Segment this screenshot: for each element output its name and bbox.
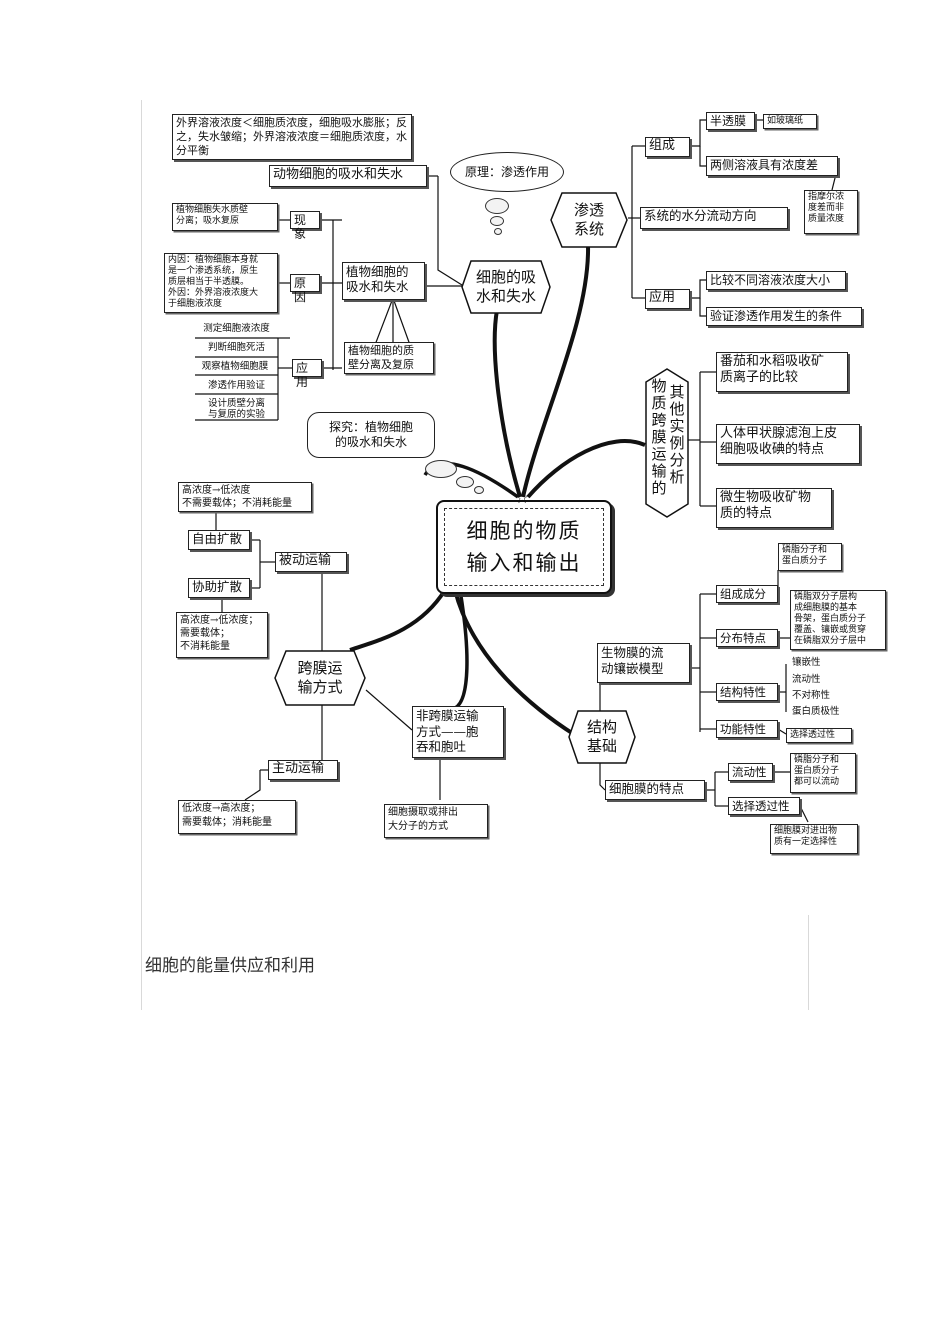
concentration-difference: 两侧溶液具有浓度差 <box>706 156 838 176</box>
plant-application-item-2: 判断细胞死活 <box>207 342 265 353</box>
active-transport: 主动运输 <box>268 760 338 780</box>
structural-property: 结构特性 <box>716 683 778 701</box>
section-caption: 细胞的能量供应和利用 <box>145 956 315 976</box>
functional-property: 功能特性 <box>716 720 778 738</box>
functional-note: 选择透过性 <box>786 728 852 743</box>
non-membrane-note: 细胞摄取或排出 大分子的方式 <box>384 804 488 838</box>
hub-osmosis-system: 渗透 系统 <box>550 192 628 248</box>
non-membrane-transport: 非跨膜运输 方式——胞 吞和胞吐 <box>412 706 504 758</box>
membrane-features: 细胞膜的特点 <box>605 780 705 800</box>
plant-application-item-5: 设计质壁分离 与复原的实验 <box>207 398 265 420</box>
plant-phenomenon-note: 植物细胞失水质壁 分离；吸水复原 <box>172 203 278 231</box>
center-topic: 细胞的物质 输入和输出 <box>436 500 612 594</box>
structural-item-1: 镶嵌性 <box>792 657 821 668</box>
fluidity-note: 磷脂分子和 蛋白质分子 都可以流动 <box>790 753 856 793</box>
membrane-fluidity: 流动性 <box>728 763 773 781</box>
hub-transport-examples <box>645 368 689 518</box>
hub-structure-basis: 结构 基础 <box>568 710 636 764</box>
semipermeable-membrane: 半透膜 <box>706 112 755 130</box>
thought-bubble <box>474 486 484 494</box>
composition: 组成成分 <box>716 585 778 603</box>
thought-bubble <box>494 228 502 235</box>
plant-application-item-3: 观察植物细胞膜 <box>201 361 269 372</box>
thought-bubble <box>456 476 474 488</box>
plant-cause-note: 内因：植物细胞本身就 是一个渗透系统，原生 质层相当于半透膜。 外因：外界溶液浓… <box>164 253 278 313</box>
plant-phenomenon-label: 现象 <box>290 211 320 241</box>
osmosis-composition-label: 组成 <box>645 137 690 157</box>
thought-bubble <box>490 216 504 226</box>
facilitated-diffusion: 协助扩散 <box>188 578 250 598</box>
distribution: 分布特点 <box>716 629 778 647</box>
semipermeable-note: 如玻璃纸 <box>763 114 817 129</box>
plant-cause-label: 原因 <box>290 274 320 304</box>
hub-osmosis-system-label: 渗透 系统 <box>573 201 604 238</box>
animal-cell-title: 动物细胞的吸水和失水 <box>269 165 427 187</box>
frame-left-line <box>141 100 142 1010</box>
plant-application-label: 应用 <box>292 359 322 389</box>
water-flow-direction: 系统的水分流动方向 <box>640 207 788 229</box>
example-item-1: 番茄和水稻吸收矿 质离子的比较 <box>716 352 848 392</box>
active-transport-note: 低浓度→高浓度； 需要载体；消耗能量 <box>178 800 296 834</box>
hub-transport-modes-label: 跨膜运 输方式 <box>297 659 343 696</box>
hub-cell-water: 细胞的吸 水和失水 <box>461 260 551 314</box>
passive-transport: 被动运输 <box>275 552 347 572</box>
explore-note-cloud: 探究：植物细胞 的吸水和失水 <box>307 412 435 458</box>
structural-item-2: 流动性 <box>792 674 821 685</box>
distribution-note: 磷脂双分子层构 成细胞膜的基本 骨架，蛋白质分子 覆盖、镶嵌或贯穿 在磷脂双分子… <box>790 590 886 650</box>
plant-application-item-4: 渗透作用验证 <box>207 380 265 391</box>
fluid-mosaic-model: 生物膜的流 动镶嵌模型 <box>597 643 690 683</box>
example-item-3: 微生物吸收矿物 质的特点 <box>716 488 832 528</box>
hub-transport-modes: 跨膜运 输方式 <box>274 650 366 706</box>
osmosis-application-item-1: 比较不同溶液浓度大小 <box>706 271 846 290</box>
osmosis-application-item-2: 验证渗透作用发生的条件 <box>706 307 862 326</box>
hub-structure-basis-label: 结构 基础 <box>586 718 617 755</box>
animal-cell-note: 外界溶液浓度＜细胞质浓度，细胞吸水膨胀；反之，失水皱缩；外界溶液浓度＝细胞质浓度… <box>172 114 412 160</box>
hub-cell-water-label: 细胞的吸 水和失水 <box>475 268 536 305</box>
center-topic-label: 细胞的物质 输入和输出 <box>444 508 604 586</box>
selective-note: 细胞膜对进出物 质有一定选择性 <box>770 824 858 854</box>
free-diffusion-note: 高浓度→低浓度 不需要载体；不消耗能量 <box>178 482 312 512</box>
plant-application-item-1: 测定细胞液浓度 <box>203 323 270 334</box>
plant-bottom-note: 植物细胞的质 壁分离及复原 <box>344 342 434 374</box>
free-diffusion: 自由扩散 <box>188 530 250 550</box>
star-icon: ☆ <box>515 488 530 507</box>
thought-bubble <box>485 198 509 214</box>
plant-cell-title: 植物细胞的 吸水和失水 <box>342 262 425 300</box>
facilitated-diffusion-note: 高浓度→低浓度； 需要载体； 不消耗能量 <box>176 612 268 658</box>
example-item-2: 人体甲状腺滤泡上皮 细胞吸收碘的特点 <box>716 424 860 464</box>
examples-text-col2: 其 他 实 例 分 析 <box>669 383 685 486</box>
composition-note: 磷脂分子和 蛋白质分子 <box>778 543 842 571</box>
structural-item-3: 不对称性 <box>792 690 831 701</box>
osmosis-application-label: 应用 <box>645 289 690 309</box>
membrane-selective-permeability: 选择透过性 <box>728 797 800 815</box>
concentration-note: 指摩尔浓 度差而非 质量浓度 <box>804 190 858 234</box>
osmosis-principle-cloud: 原理：渗透作用 <box>450 152 564 192</box>
structural-item-4: 蛋白质极性 <box>792 706 840 717</box>
frame-right-line <box>808 915 809 1010</box>
thought-bubble <box>425 460 457 478</box>
examples-text-col1: 物 质 跨 膜 运 输 的 <box>651 377 667 497</box>
